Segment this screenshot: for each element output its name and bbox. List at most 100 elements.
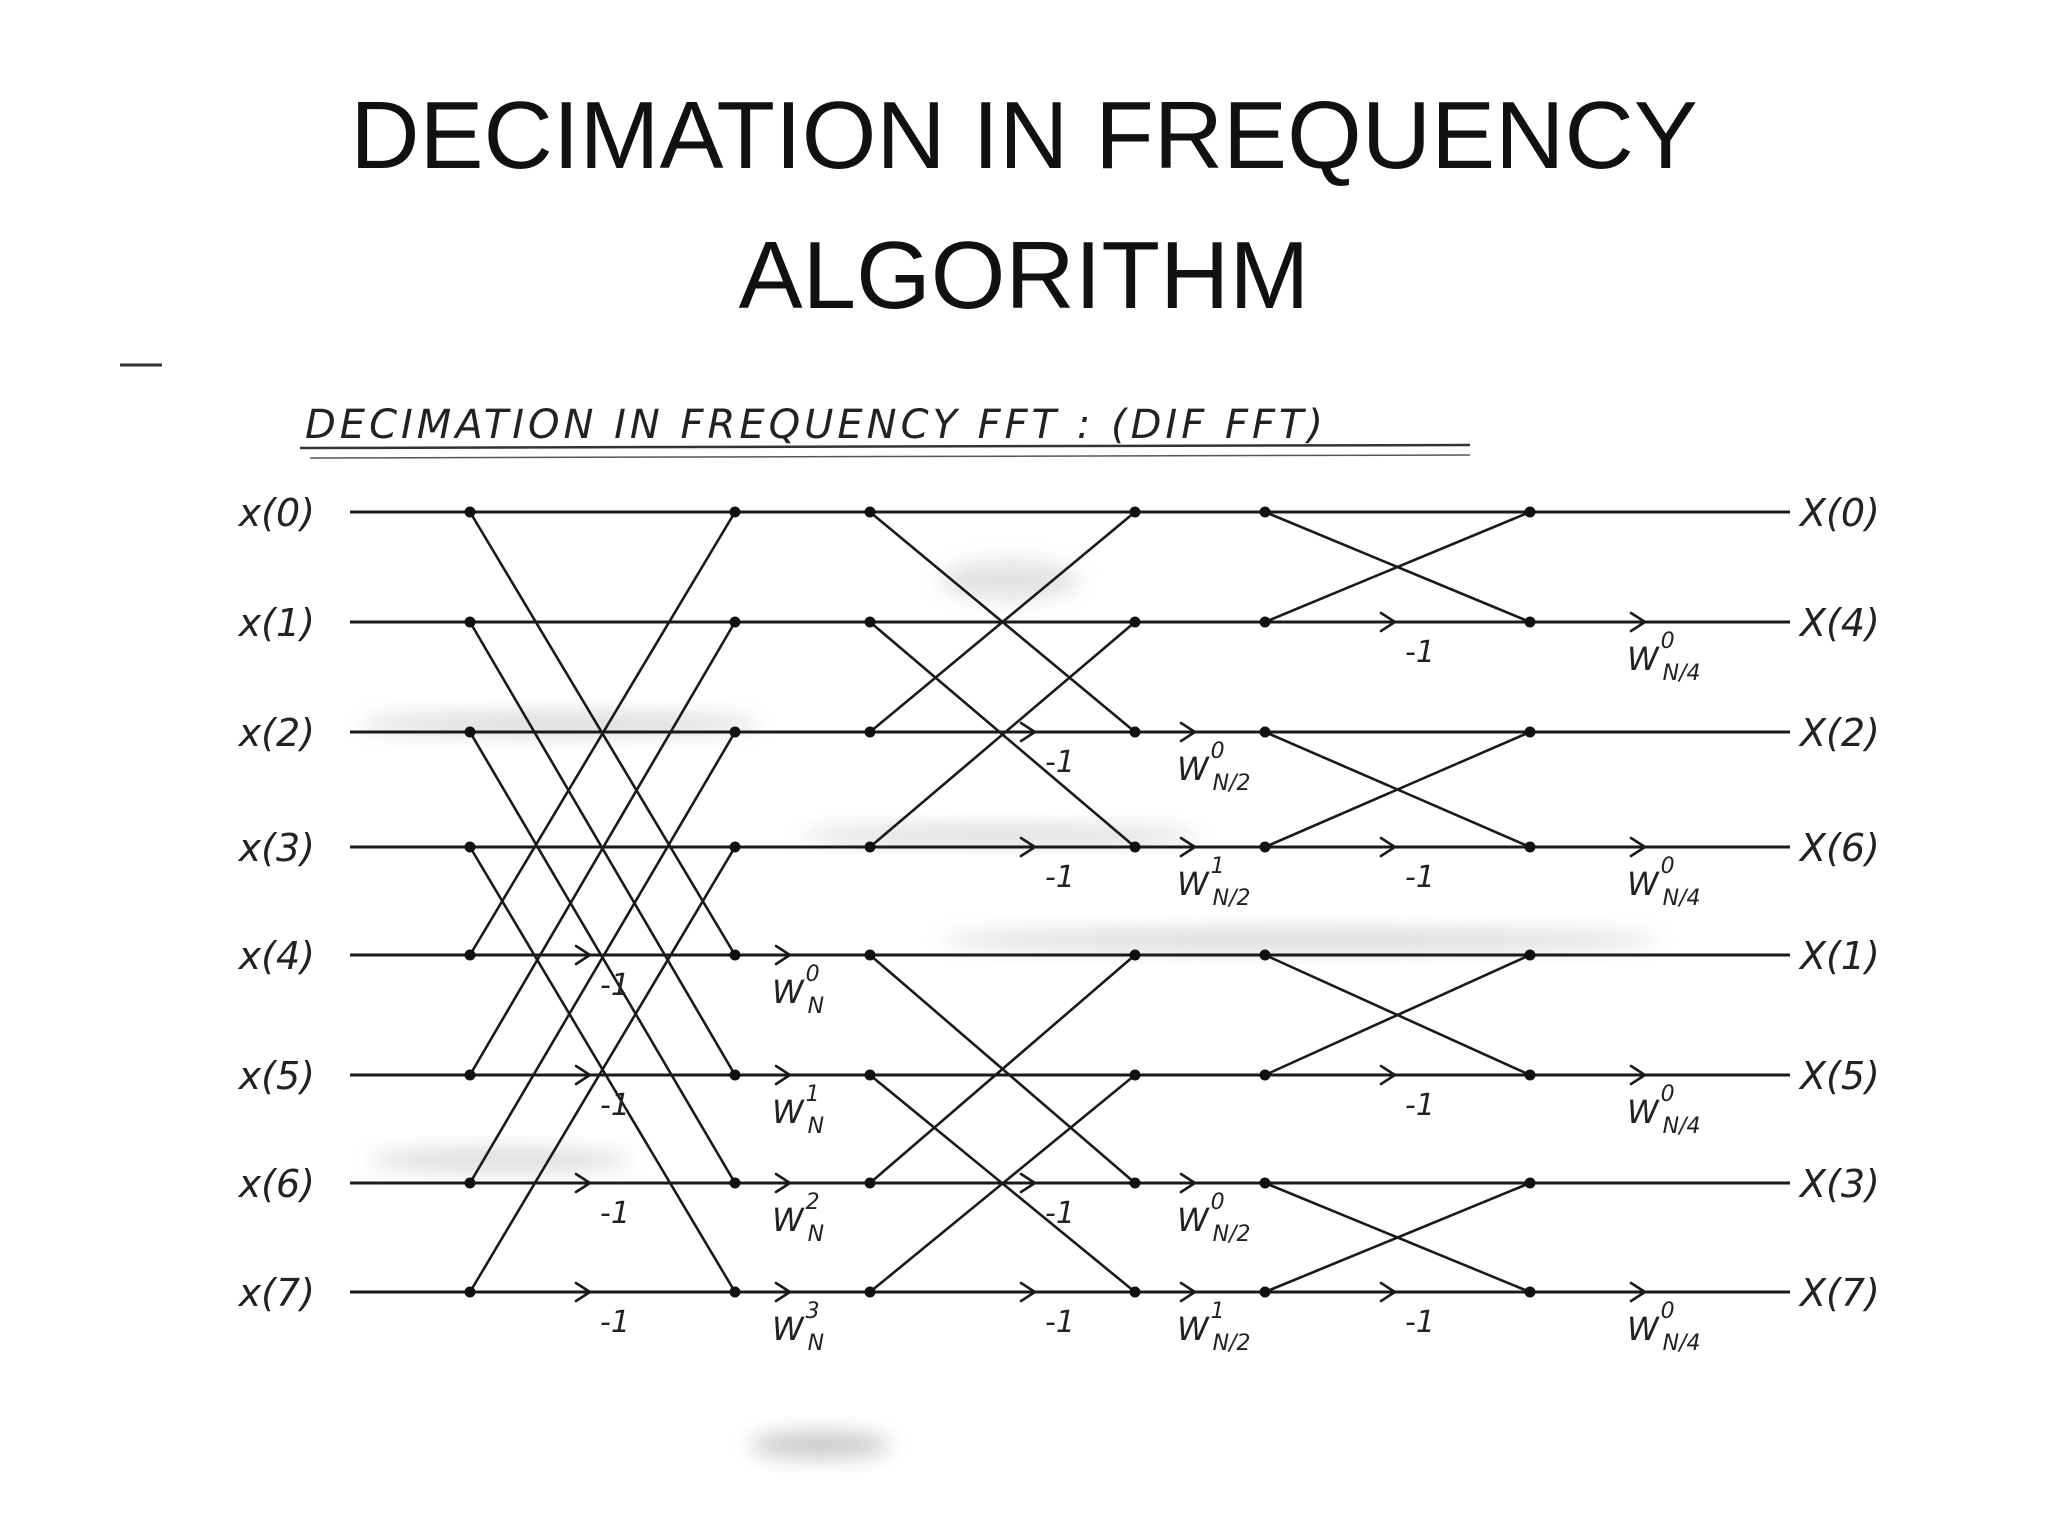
- slide-title: DECIMATION IN FREQUENCY ALGORITHM: [0, 66, 2048, 346]
- slide-title-line1: DECIMATION IN FREQUENCY: [350, 82, 1698, 189]
- node-dot: [1259, 616, 1271, 628]
- node-dot: [464, 1286, 476, 1298]
- node-dot: [1129, 506, 1141, 518]
- node-dot: [1259, 506, 1271, 518]
- heading-underline-2: [309, 454, 1471, 459]
- signal-lines: [350, 510, 1790, 1294]
- input-label-5: x(5): [238, 1054, 315, 1098]
- stage1-minus-one-7-arrow: [574, 1281, 593, 1303]
- stage3-minus-one-5: -1: [1405, 1088, 1435, 1123]
- input-label-6: x(6): [238, 1162, 315, 1206]
- node-dot: [729, 841, 741, 853]
- node-dot: [864, 841, 876, 853]
- stage2-cross: [869, 1073, 1136, 1294]
- stage1-minus-one-4-arrow: [574, 944, 593, 966]
- stage1-minus-one-6: -1: [600, 1196, 630, 1231]
- stage3-twiddle-7-arrow: [1629, 1281, 1648, 1303]
- node-dot: [1129, 726, 1141, 738]
- stage2-minus-one-3-arrow: [1019, 836, 1038, 858]
- stage3-minus-one-1: -1: [1405, 635, 1435, 670]
- butterfly-crossings: [468, 510, 1531, 1294]
- node-dot: [864, 1177, 876, 1189]
- output-label-5: X(5): [1798, 1054, 1880, 1098]
- stage2-minus-one-3: -1: [1045, 860, 1075, 895]
- stage3-minus-one-7: -1: [1405, 1305, 1435, 1340]
- node-dot: [1259, 1286, 1271, 1298]
- stage1-cross: [468, 621, 737, 1076]
- stage1-twiddle-6-arrow: [774, 1172, 793, 1194]
- node-dot: [1129, 1069, 1141, 1081]
- stage3-minus-one-1-arrow: [1379, 611, 1398, 633]
- node-dot: [1259, 1177, 1271, 1189]
- stage3-twiddle-5-arrow: [1629, 1064, 1648, 1086]
- output-label-2: X(2): [1798, 711, 1880, 755]
- node-dot: [1129, 841, 1141, 853]
- stage3-minus-one-3: -1: [1405, 860, 1435, 895]
- stage3-cross: [1264, 730, 1531, 849]
- node-dot: [1129, 949, 1141, 961]
- node-dot: [1524, 726, 1536, 738]
- stage1-minus-one-7: -1: [600, 1305, 630, 1340]
- input-label-3: x(3): [238, 826, 315, 870]
- stage2-minus-one-6-arrow: [1019, 1172, 1038, 1194]
- node-dot: [864, 506, 876, 518]
- output-label-3: X(6): [1798, 826, 1880, 870]
- slide-title-line2: ALGORITHM: [738, 222, 1310, 329]
- stage1-cross: [468, 511, 737, 956]
- node-dot: [1524, 1286, 1536, 1298]
- node-dot: [1524, 506, 1536, 518]
- node-dot: [864, 1069, 876, 1081]
- node-dot: [864, 616, 876, 628]
- stage1-minus-one-5-arrow: [574, 1064, 593, 1086]
- node-dot: [864, 949, 876, 961]
- input-label-0: x(0): [238, 491, 315, 535]
- node-dot: [1259, 949, 1271, 961]
- node-dot: [1524, 841, 1536, 853]
- stage3-twiddle-1-arrow: [1629, 611, 1648, 633]
- stage1-twiddle-7-arrow: [774, 1281, 793, 1303]
- node-dot: [464, 949, 476, 961]
- node-dot: [464, 726, 476, 738]
- stage2-minus-one-6: -1: [1045, 1196, 1075, 1231]
- output-label-4: X(1): [1798, 934, 1880, 978]
- node-dot: [1129, 1177, 1141, 1189]
- stage3-twiddle-3-arrow: [1629, 836, 1648, 858]
- scan-smudges: [360, 560, 1660, 1459]
- stage2-twiddle-6-arrow: [1179, 1172, 1198, 1194]
- node-dot: [729, 1177, 741, 1189]
- input-label-2: x(2): [238, 711, 315, 755]
- node-dot: [1259, 726, 1271, 738]
- stage3-minus-one-7-arrow: [1379, 1281, 1398, 1303]
- node-dot: [1129, 616, 1141, 628]
- node-dot: [1524, 616, 1536, 628]
- io-labels: x(0)x(1)x(2)x(3)x(4)x(5)x(6)x(7)X(0)X(4)…: [238, 491, 1880, 1315]
- stage1-minus-one-5: -1: [600, 1088, 630, 1123]
- stage1-cross: [468, 731, 737, 1184]
- output-label-0: X(0): [1798, 491, 1880, 535]
- node-dot: [1524, 1177, 1536, 1189]
- input-label-7: x(7): [238, 1271, 315, 1315]
- node-dot: [729, 949, 741, 961]
- node-dot: [729, 726, 741, 738]
- stage1-cross: [468, 846, 737, 1293]
- stage2-cross: [869, 510, 1136, 734]
- node-dot: [464, 841, 476, 853]
- stage3-cross: [1264, 510, 1531, 624]
- heading-underline: [299, 443, 1471, 450]
- stage2-cross: [869, 954, 1136, 1184]
- stage2-twiddle-3-arrow: [1179, 836, 1198, 858]
- stage2-minus-one-7: -1: [1045, 1305, 1075, 1340]
- input-label-4: x(4): [238, 934, 315, 978]
